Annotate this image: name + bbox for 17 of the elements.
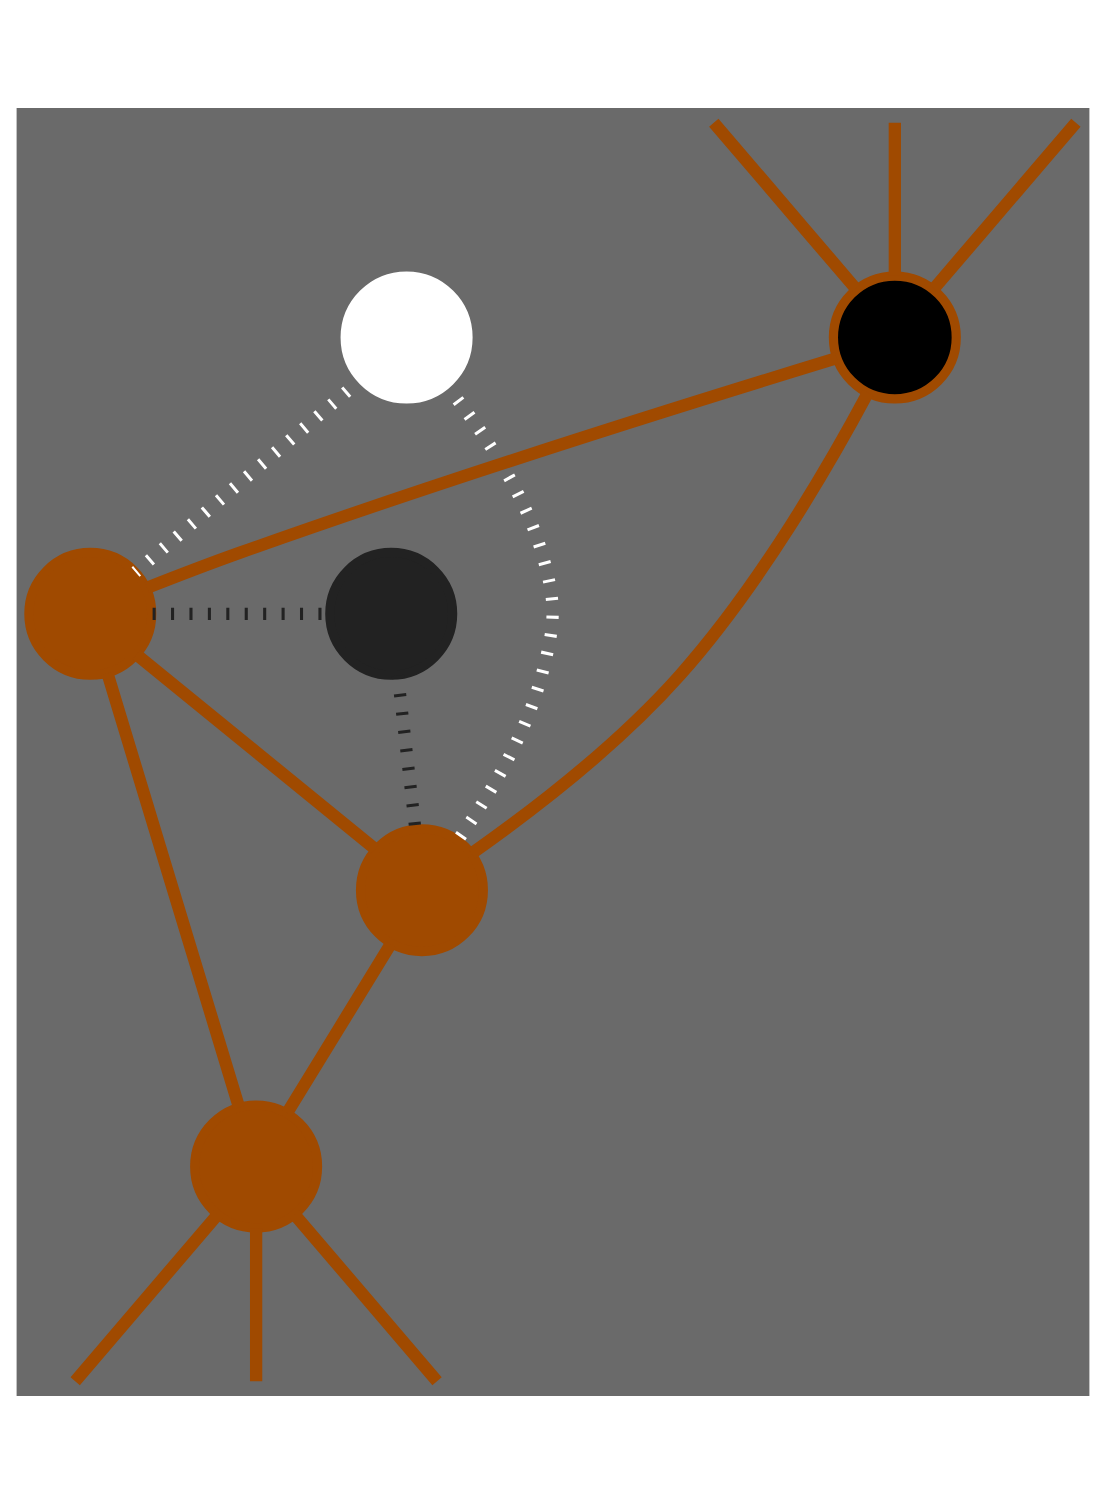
- connector: [888, 122, 901, 276]
- node-circle: [190, 1100, 323, 1233]
- connector: [132, 649, 379, 854]
- connector: [144, 352, 839, 594]
- node-circle: [340, 271, 473, 404]
- connector: [929, 118, 1081, 293]
- node-circle: [24, 547, 157, 680]
- connector: [250, 1228, 263, 1382]
- node-circle: [325, 547, 458, 680]
- connector: [289, 1210, 442, 1386]
- connector: [281, 940, 396, 1117]
- connector: [709, 118, 861, 293]
- node-circle: [828, 271, 961, 404]
- connector: [467, 389, 874, 859]
- connector: [70, 1210, 223, 1386]
- node-circle: [355, 824, 488, 957]
- connector: [101, 671, 245, 1110]
